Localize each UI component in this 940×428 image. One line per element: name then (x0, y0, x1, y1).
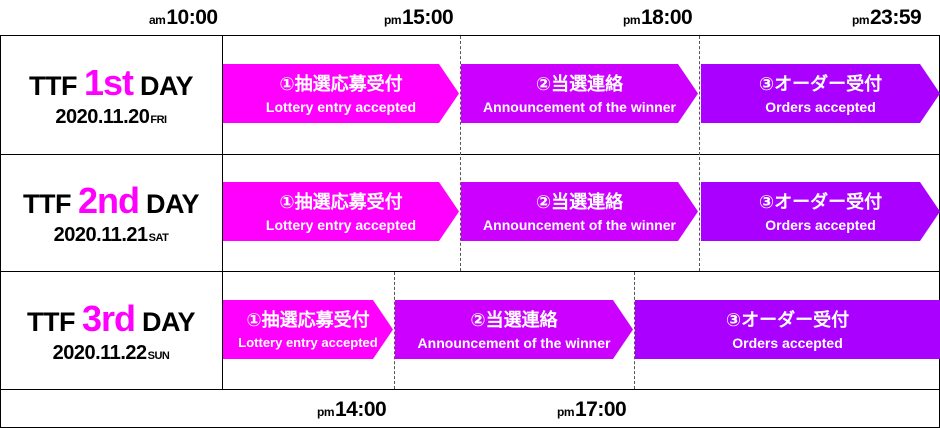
day-1-step-announcement: ②当選連絡 Announcement of the winner (461, 64, 698, 123)
time-label-1500: pm15:00 (384, 6, 454, 29)
day-1-step-lottery: ①抽選応募受付 Lottery entry accepted (223, 64, 459, 123)
day-2-label: TTF 2nd DAY 2020.11.21SAT (22, 180, 200, 246)
day-1-label: TTF 1st DAY 2020.11.20FRI (28, 62, 194, 128)
row-divider (0, 389, 940, 390)
day-of-week: FRI (150, 114, 167, 126)
day-2-step-announcement: ②当選連絡 Announcement of the winner (461, 182, 698, 241)
day-number: 2nd (77, 180, 140, 221)
day-2-step-orders: ③オーダー受付 Orders accepted (701, 182, 940, 241)
guide-line-1400 (394, 272, 395, 389)
day-1-step-orders: ③オーダー受付 Orders accepted (701, 64, 940, 123)
column-divider (222, 36, 223, 389)
day-number: 3rd (81, 298, 136, 339)
time-label-1700: pm17:00 (557, 398, 627, 421)
day-number: 1st (83, 62, 134, 103)
day-2-step-lottery: ①抽選応募受付 Lottery entry accepted (223, 182, 459, 241)
day-3-label: TTF 3rd DAY 2020.11.22SUN (26, 298, 196, 364)
day-of-week: SAT (148, 232, 169, 244)
time-label-end: pm23:59 (852, 6, 922, 29)
day-of-week: SUN (147, 350, 170, 362)
row-divider (0, 154, 940, 155)
day-3-step-announcement: ②当選連絡 Announcement of the winner (395, 300, 633, 359)
guide-line-1700 (634, 272, 635, 389)
day-3-step-orders: ③オーダー受付 Orders accepted (635, 300, 940, 359)
time-label-start: am10:00 (149, 6, 218, 29)
row-divider (0, 271, 940, 272)
day-date: 2020.11.21 (53, 224, 149, 246)
day-date: 2020.11.22 (52, 342, 148, 364)
guide-line-1800 (699, 36, 700, 271)
day-3-step-lottery: ①抽選応募受付 Lottery entry accepted (223, 300, 393, 359)
day-date: 2020.11.20 (55, 106, 150, 128)
time-label-1800: pm18:00 (623, 6, 693, 29)
time-label-1400: pm14:00 (317, 398, 387, 421)
guide-line-1500 (460, 36, 461, 271)
